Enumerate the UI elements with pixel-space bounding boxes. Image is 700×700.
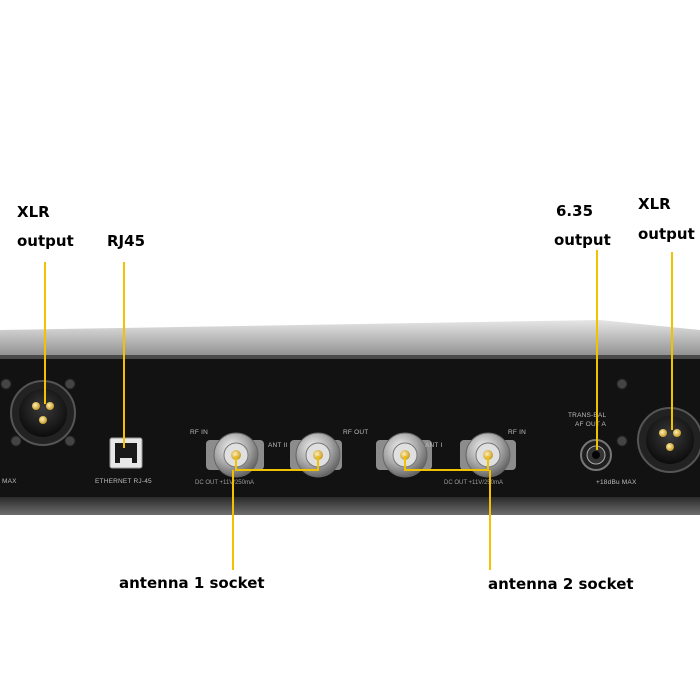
antenna1-callout: antenna 1 socket	[119, 574, 265, 592]
ant-i-label: ANT I	[425, 442, 443, 449]
callout-lines	[44, 250, 673, 570]
jack-635-callout-line2: output	[554, 231, 611, 249]
rj45-port	[109, 437, 143, 469]
bnc-ant-i-rf-out	[376, 432, 432, 478]
xlr-right-callout-line1: XLR	[638, 195, 671, 213]
bnc-ant-ii-rf-out	[290, 432, 342, 478]
chassis-top	[0, 320, 700, 359]
rf-in-right-label: RF IN	[508, 429, 526, 436]
jack-635-connector	[580, 439, 612, 471]
xlr-right-connector	[637, 407, 700, 473]
ant-ii-label: ANT II	[268, 442, 288, 449]
xlr-left-connector	[10, 380, 76, 446]
dc-out-left-label: DC OUT +11V/250mA	[195, 480, 254, 486]
screws	[0, 378, 628, 447]
dbu-max-label: +18dBu MAX	[596, 479, 637, 486]
max-left-label: MAX	[2, 478, 17, 485]
rf-in-left-label: RF IN	[190, 429, 208, 436]
rj45-callout: RJ45	[107, 232, 146, 250]
jack-635-callout-line1: 6.35	[556, 202, 594, 220]
chassis-bottom	[0, 497, 700, 515]
rf-out-left-label: RF OUT	[343, 429, 368, 436]
dc-out-right-label: DC OUT +11V/250mA	[444, 480, 503, 486]
bnc-ant-ii-rf-in	[206, 432, 264, 478]
xlr-right-callout-line2: output	[638, 225, 695, 243]
ethernet-label: ETHERNET RJ-45	[95, 478, 152, 485]
antenna2-callout: antenna 2 socket	[488, 575, 634, 593]
trans-bal-label: TRANS-BAL	[568, 412, 606, 419]
af-out-a-label: AF OUT A	[575, 421, 607, 428]
xlr-left-callout-line2: output	[17, 232, 74, 250]
rear-panel-face	[0, 359, 700, 499]
bnc-ant-i-rf-in	[460, 432, 516, 478]
xlr-left-callout-line1: XLR	[17, 203, 50, 221]
